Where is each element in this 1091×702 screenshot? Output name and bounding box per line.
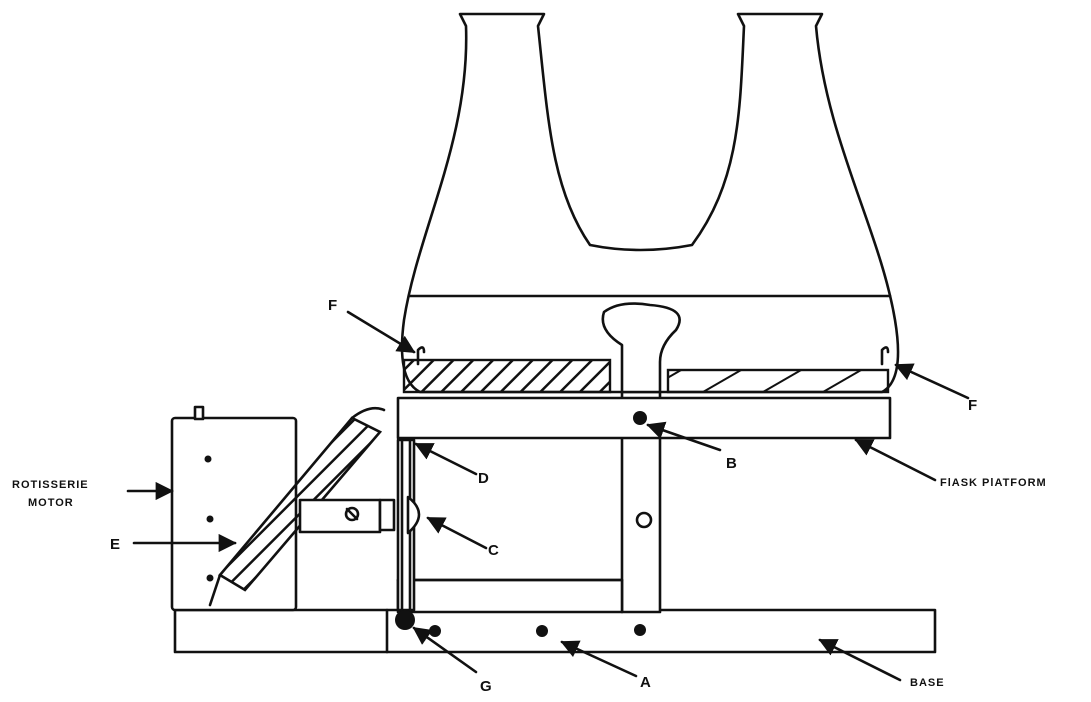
label-drive-arm: E <box>110 536 120 553</box>
flask-clip-right <box>880 346 890 366</box>
platform-bolt <box>633 411 647 425</box>
coupling <box>298 495 421 535</box>
base-board <box>173 608 937 654</box>
base-bolts <box>429 624 646 637</box>
label-motor-line1: ROTISSERIE <box>12 479 89 491</box>
flask-clip-left <box>416 346 426 366</box>
flask-pad-right <box>666 368 890 394</box>
label-flask-clip-right: F <box>968 397 977 414</box>
leader-lines <box>126 310 970 682</box>
two-neck-flask <box>400 12 900 394</box>
post-hook <box>601 302 681 394</box>
label-base: BASE <box>910 677 945 689</box>
label-flask-platform: FlASK PlATFORM <box>940 477 1047 489</box>
label-flask-clip-left: F <box>328 297 337 314</box>
label-platform-bolt: B <box>726 455 737 472</box>
label-base-pivot: G <box>480 678 492 695</box>
label-base-bolt: A <box>640 674 651 691</box>
base-pivot-knob <box>395 610 415 630</box>
label-motor-line2: MOTOR <box>28 497 74 509</box>
flask-pad-left <box>402 358 612 394</box>
label-pivot: D <box>478 470 489 487</box>
label-coupling: C <box>488 542 499 559</box>
